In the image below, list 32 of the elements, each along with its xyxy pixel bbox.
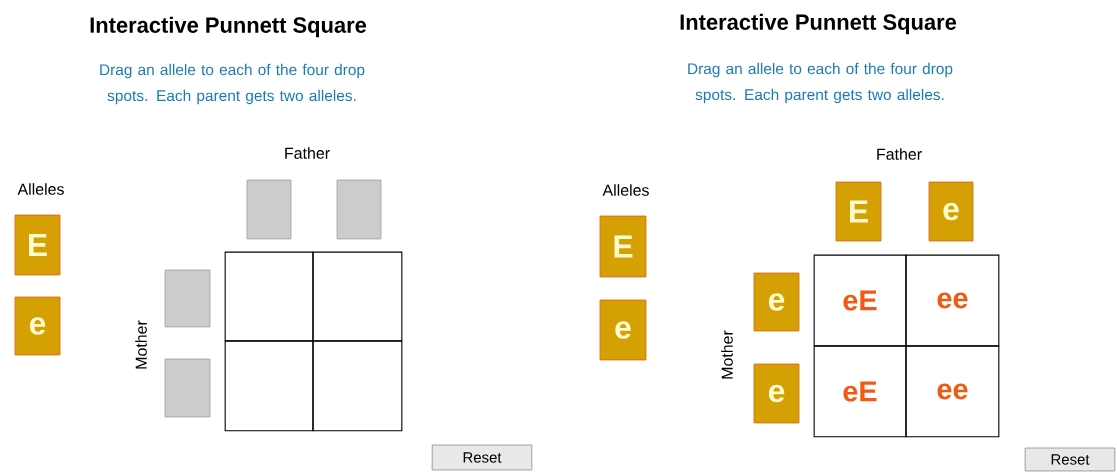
- drop-spot: [246, 179, 292, 240]
- punnett-cell: [312, 251, 403, 342]
- punnett-cell: [224, 340, 314, 432]
- reset-button: Reset: [431, 444, 533, 471]
- title: Interactive Punnett Square: [680, 13, 957, 35]
- allele-tile: E: [835, 181, 882, 242]
- allele-tile: e: [14, 296, 61, 356]
- instruction-text: Drag an allele to each of the four drop spots. Each parent gets two alleles.: [100, 63, 365, 105]
- allele-tile: e: [928, 181, 974, 242]
- parent-label: Mother: [135, 320, 147, 369]
- punnett-cell: ee: [905, 254, 1000, 347]
- allele-tile: E: [14, 214, 61, 276]
- parent-label: Mother: [721, 330, 733, 379]
- section-label: Alleles: [17, 183, 64, 195]
- parent-label: Father: [877, 148, 922, 160]
- punnett-cell: ee: [905, 345, 1000, 438]
- allele-tile: e: [599, 299, 647, 361]
- drop-spot: [164, 358, 211, 418]
- drop-spot: [336, 179, 382, 240]
- parent-label: Father: [285, 147, 330, 159]
- allele-tile: e: [753, 272, 800, 332]
- punnett-cell: eE: [813, 345, 907, 438]
- drop-spot: [164, 269, 211, 328]
- instruction-text: Drag an allele to each of the four drop spots. Each parent gets two alleles.: [688, 62, 953, 104]
- section-label: Alleles: [602, 184, 649, 196]
- punnett-cell: [312, 340, 403, 432]
- reset-button: Reset: [1024, 447, 1116, 472]
- allele-tile: E: [599, 215, 647, 278]
- punnett-cell: eE: [813, 254, 907, 347]
- punnett-cell: [224, 251, 314, 342]
- title: Interactive Punnett Square: [90, 16, 367, 38]
- allele-tile: e: [753, 363, 800, 424]
